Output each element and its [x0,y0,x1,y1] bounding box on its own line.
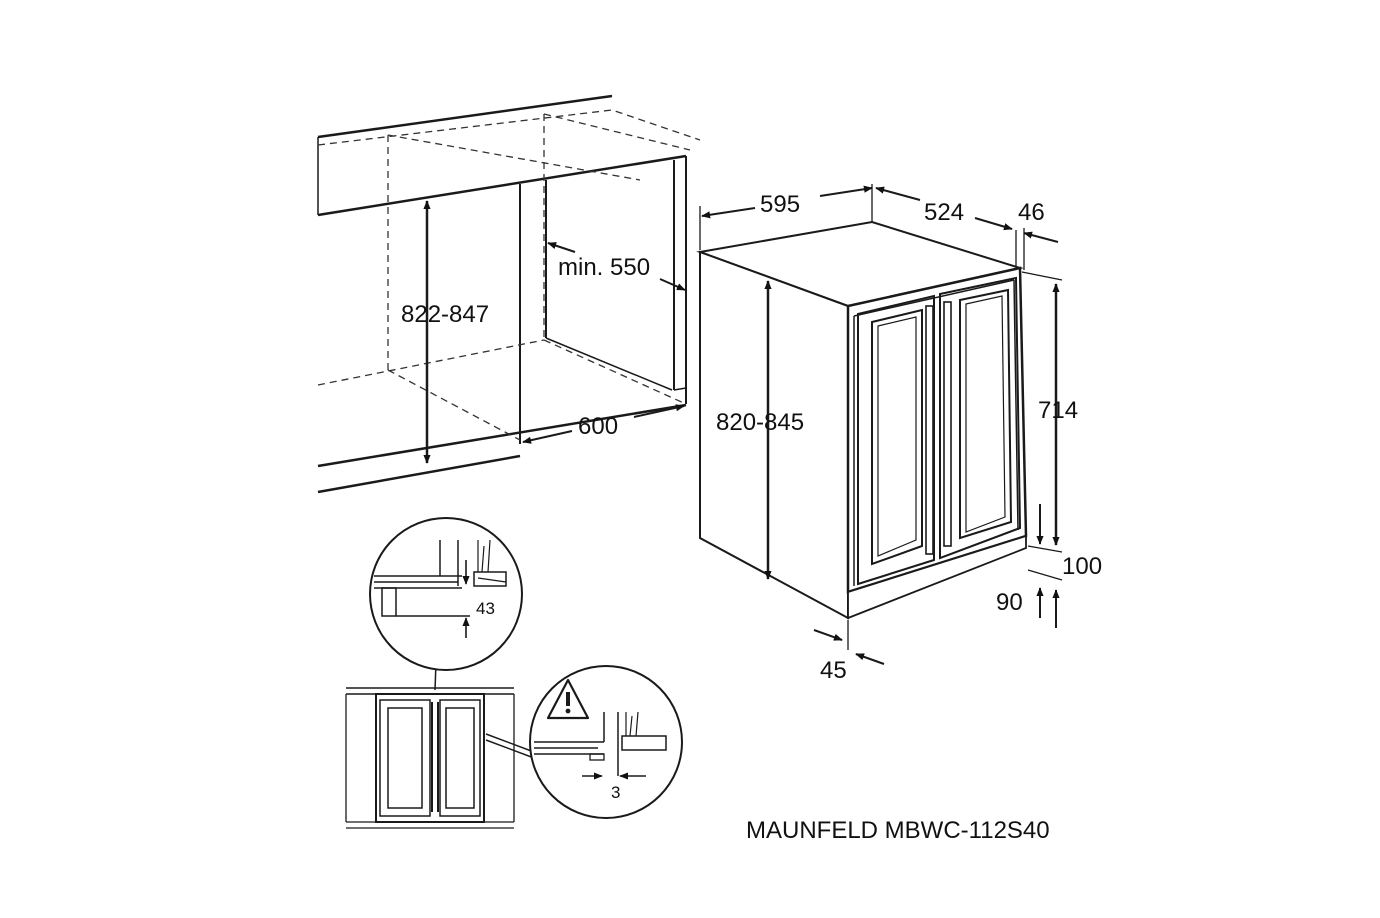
niche-height-label: 822-847 [401,301,489,328]
door-height-label: 714 [1038,397,1078,424]
warning-triangle-icon [546,678,590,720]
front-view-thumbnail [345,687,515,829]
door-offset-label: 46 [1018,199,1045,226]
niche-min-depth-label: min. 550 [558,254,650,281]
width-label: 595 [760,191,800,218]
detail-bottom-circle [485,665,683,819]
width-arrow-left [701,207,756,219]
width-arrow-right [819,185,873,197]
min-depth-arrow-left [547,242,576,253]
bottom-offset-arrow-right [855,653,885,665]
niche-width-arrow-right [633,404,685,418]
door-offset-arrow [1023,231,1059,243]
min-depth-arrow-right [659,278,686,291]
depth-label: 524 [924,199,964,226]
bottom-offset-arrow-left [813,629,843,641]
detail-gap-label: 43 [476,599,495,618]
detail-clearance-label: 3 [611,783,620,802]
niche-width-label: 600 [578,413,618,440]
plinth-90-label: 90 [996,589,1023,616]
detail-top-circle [369,517,523,691]
bottom-offset-label: 45 [820,657,847,684]
plinth-100-label: 100 [1062,553,1102,580]
depth-arrow-right [974,217,1013,231]
niche-outline [317,94,701,494]
wine-cooler-appliance [696,220,1028,620]
depth-arrow-left [875,186,921,201]
model-caption: MAUNFELD MBWC-112S40 [746,817,1050,844]
height-label: 820-845 [716,409,804,436]
niche-width-arrow-left [522,430,573,444]
